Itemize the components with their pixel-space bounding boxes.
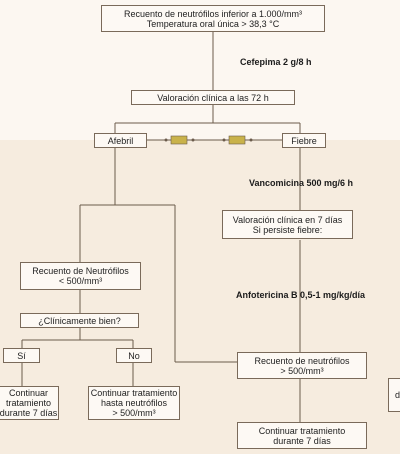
- clinicamente-label: ¿Clínicamente bien?: [38, 315, 121, 326]
- afebril-label: Afebril: [107, 135, 134, 146]
- neutro-mayor-line2: > 500/mm³: [280, 365, 324, 376]
- continuar-no-box: Continuar tratamiento hasta neutrófilos …: [88, 386, 180, 420]
- valoracion-7d-box: Valoración clínica en 7 días Si persiste…: [222, 210, 353, 239]
- continuar-no-line3: > 500/mm³: [112, 408, 156, 418]
- drug-anfotericina: Anfotericina B 0,5-1 mg/kg/día: [236, 290, 366, 300]
- clipped-right-letter: d: [395, 390, 400, 400]
- continuar-si-line2: tratamiento: [5, 398, 52, 408]
- continuar-no-line1: Continuar tratamiento: [90, 388, 178, 398]
- continuar-si-line3: durante 7 días: [0, 408, 58, 418]
- no-label: No: [128, 350, 140, 361]
- afebril-fiebre-connector: [147, 135, 282, 145]
- connector-mark-left: [170, 135, 188, 145]
- start-box: Recuento de neutrófilos inferior a 1.000…: [101, 5, 325, 32]
- neutro-500-line1: Recuento de Neutrófilos: [32, 266, 129, 276]
- fiebre-label: Fiebre: [291, 135, 317, 146]
- afebril-box: Afebril: [94, 133, 147, 148]
- fiebre-box: Fiebre: [282, 133, 326, 148]
- connector-mark-right: [228, 135, 246, 145]
- valoracion-72h-label: Valoración clínica a las 72 h: [157, 92, 269, 103]
- si-box: Sí: [3, 348, 40, 363]
- start-line1: Recuento de neutrófilos inferior a 1.000…: [123, 8, 303, 19]
- clipped-right-box: d: [388, 378, 400, 412]
- continuar-final-line1: Continuar tratamiento: [258, 425, 346, 436]
- neutro-500-line2: < 500/mm³: [58, 276, 103, 286]
- valoracion-7d-line2: Si persiste fiebre:: [252, 224, 323, 235]
- neutro-mayor-line1: Recuento de neutrófilos: [254, 355, 350, 366]
- continuar-si-box: Continuar tratamiento durante 7 días: [0, 386, 59, 420]
- no-box: No: [116, 348, 152, 363]
- continuar-final-box: Continuar tratamiento durante 7 días: [237, 422, 367, 449]
- valoracion-7d-line1: Valoración clínica en 7 días: [232, 214, 343, 225]
- start-line2: Temperatura oral única > 38,3 °C: [146, 18, 280, 29]
- neutro-500-box: Recuento de Neutrófilos < 500/mm³: [20, 262, 141, 290]
- continuar-no-line2: hasta neutrófilos: [100, 398, 168, 408]
- neutro-mayor-box: Recuento de neutrófilos > 500/mm³: [237, 352, 367, 379]
- drug-vancomicina: Vancomicina 500 mg/6 h: [249, 178, 354, 188]
- si-label: Sí: [17, 350, 26, 361]
- continuar-final-line2: durante 7 días: [273, 435, 331, 446]
- valoracion-72h-box: Valoración clínica a las 72 h: [131, 90, 295, 105]
- clinicamente-box: ¿Clínicamente bien?: [20, 313, 139, 328]
- drug-cefepima: Cefepima 2 g/8 h: [240, 57, 312, 67]
- continuar-si-line1: Continuar: [8, 388, 49, 398]
